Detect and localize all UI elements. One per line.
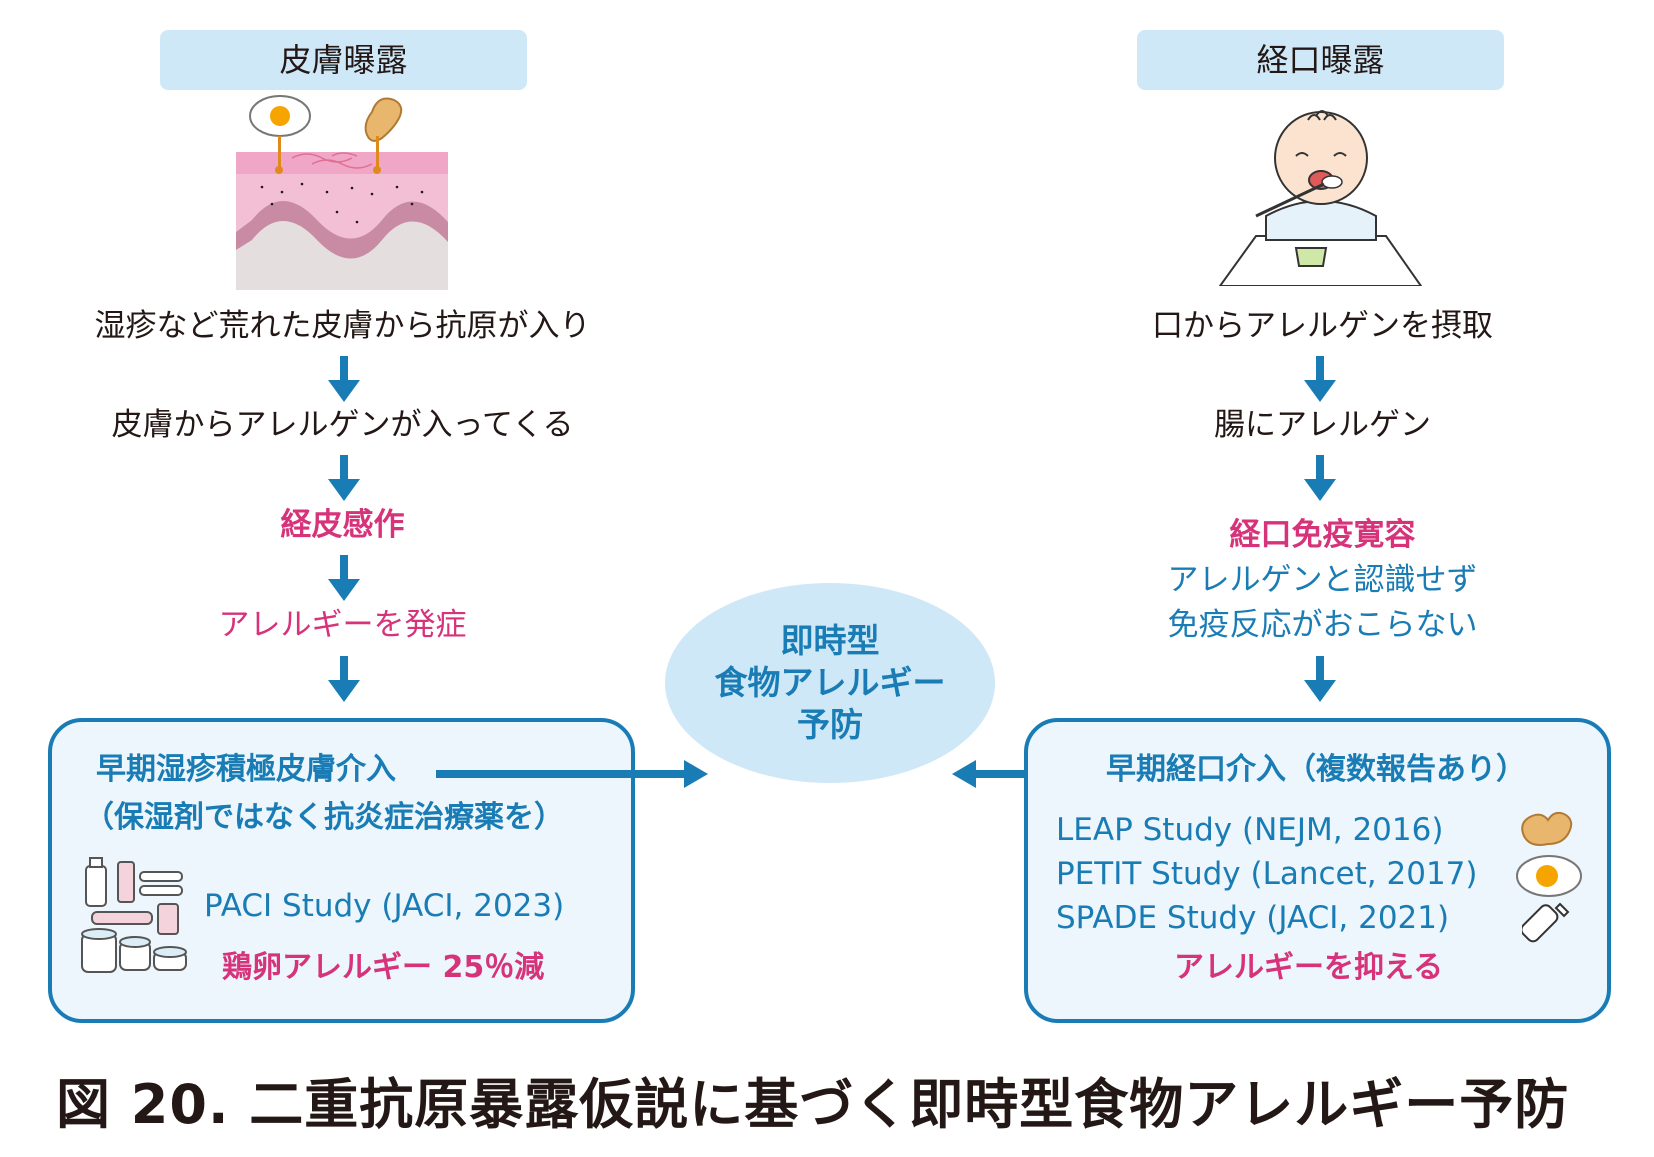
down-arrow-icon	[322, 356, 366, 402]
tolerance-line-2: 免疫反応がおこらない	[1167, 607, 1478, 643]
down-arrow-icon	[1298, 455, 1342, 501]
skin-allergen-illustration	[236, 95, 448, 290]
oral-exposure-header: 経口曝露	[1137, 30, 1504, 90]
left-step-sensitization: 経皮感作	[280, 507, 405, 543]
skin-intervention-title: 早期湿疹積極皮膚介入	[96, 752, 396, 787]
baby-eating-illustration	[1218, 110, 1423, 286]
oval-line-1: 即時型	[780, 621, 880, 660]
down-arrow-icon	[322, 455, 366, 501]
oral-intervention-box: 早期経口介入（複数報告あり） LEAP Study (NEJM, 2016) P…	[1024, 718, 1611, 1023]
allergy-suppression-result: アレルギーを抑える	[1174, 950, 1444, 985]
tolerance-line-1: アレルゲンと認識せず	[1167, 562, 1478, 598]
oral-intervention-title: 早期経口介入（複数報告あり）	[1106, 752, 1526, 787]
paci-study-label: PACI Study (JACI, 2023)	[204, 888, 565, 924]
peanut-icon	[1521, 811, 1573, 846]
oral-tolerance-label: 経口免疫寛容	[1229, 517, 1416, 553]
skin-intervention-subtitle: （保湿剤ではなく抗炎症治療薬を）	[84, 800, 564, 835]
dermal-exposure-header: 皮膚曝露	[160, 30, 527, 90]
down-arrow-icon	[322, 555, 366, 601]
down-arrow-icon	[1298, 356, 1342, 402]
left-step-2: 皮膚からアレルゲンが入ってくる	[111, 407, 574, 443]
down-arrow-icon	[322, 656, 366, 702]
left-step-onset: アレルギーを発症	[218, 607, 467, 643]
right-step-2: 腸にアレルゲン	[1214, 407, 1431, 443]
down-arrow-icon	[1298, 656, 1342, 702]
leap-study-label: LEAP Study (NEJM, 2016)	[1056, 812, 1444, 848]
spade-study-label: SPADE Study (JACI, 2021)	[1056, 900, 1450, 936]
right-arrow-icon	[436, 760, 708, 788]
figure-caption: 図 20. 二重抗原暴露仮説に基づく即時型食物アレルギー予防	[56, 1073, 1570, 1136]
right-step-1: 口からアレルゲンを摂取	[1152, 308, 1493, 344]
skin-intervention-box: 早期湿疹積極皮膚介入 （保湿剤ではなく抗炎症治療薬を） PACI Study (…	[48, 718, 635, 1023]
oval-line-3: 予防	[797, 705, 863, 744]
left-step-1: 湿疹など荒れた皮膚から抗原が入り	[94, 308, 591, 344]
baby-bottle-icon	[1522, 902, 1570, 943]
egg-allergy-result: 鶏卵アレルギー 25％減	[222, 950, 545, 985]
petit-study-label: PETIT Study (Lancet, 2017)	[1056, 856, 1478, 892]
oval-line-2: 食物アレルギー	[714, 663, 946, 702]
egg-icon	[1516, 855, 1582, 897]
skincare-products-icon	[81, 857, 187, 973]
food-allergy-prevention-oval: 即時型 食物アレルギー 予防	[665, 583, 995, 783]
